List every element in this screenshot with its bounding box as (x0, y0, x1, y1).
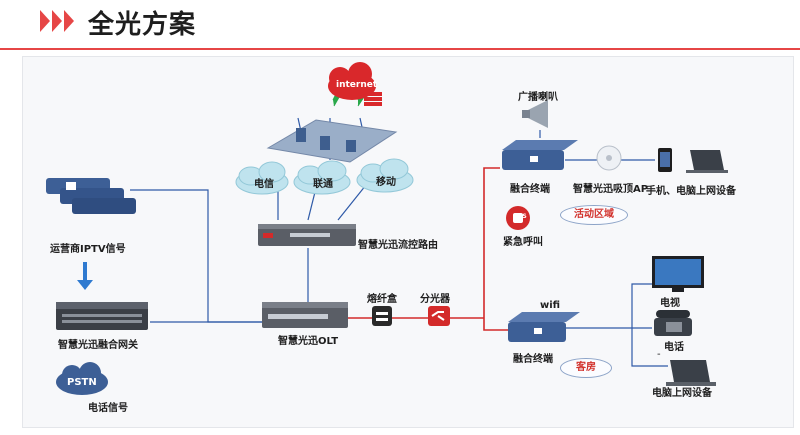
unicom-label: 联通 (313, 179, 333, 190)
datacenter-platform-icon (266, 119, 398, 163)
page-header: 全光方案 (0, 0, 800, 52)
top-terminal-label: 融合终端 (510, 184, 550, 195)
olt-device-icon (262, 302, 348, 328)
fiber-lines (348, 167, 508, 331)
splice-box-label: 熔纤盒 (367, 294, 397, 305)
router-device-icon (258, 224, 356, 246)
internet-cloud-icon (328, 62, 382, 106)
bottom-terminal-icon (508, 312, 580, 342)
page-title: 全光方案 (88, 10, 197, 40)
phone-pc-label: 手机、电脑上网设备 (646, 186, 736, 197)
internet-label: internet (336, 80, 378, 90)
splitter-label: 分光器 (420, 294, 450, 305)
splice-box-icon (372, 306, 392, 326)
guest-room-badge: 客房 (560, 358, 612, 378)
pstn-label: PSTN (67, 377, 97, 388)
iptv-stb-icon (46, 178, 136, 214)
mobile-label: 移动 (376, 177, 396, 188)
olt-label: 智慧光迅OLT (278, 336, 339, 347)
ceiling-ap-label: 智慧光迅吸顶AP (573, 184, 649, 195)
pc-device-label: 电脑上网设备 (652, 388, 712, 399)
iptv-label: 运营商IPTV信号 (50, 244, 126, 255)
telecom-label: 电信 (254, 179, 274, 190)
carrier-clouds (235, 158, 414, 195)
phone-laptop-icon (658, 148, 728, 173)
telephone-label: 电话 (664, 342, 684, 353)
top-terminal-icon (502, 140, 578, 170)
tv-label: 电视 (660, 298, 680, 309)
laptop-icon (666, 360, 716, 386)
line-terminal-tv (565, 283, 652, 329)
signal-down-arrow-icon (77, 262, 93, 290)
tv-icon (652, 256, 704, 292)
gateway-label: 智慧光迅融合网关 (58, 340, 138, 351)
title-arrows-icon (40, 10, 74, 32)
splitter-icon (428, 306, 450, 326)
line-terminal-pc (631, 328, 668, 367)
fiber-bus-top (483, 167, 500, 320)
bottom-terminal-label: 融合终端 (513, 354, 553, 365)
emergency-call-label: 紧急呼叫 (503, 237, 543, 248)
wifi-label: wifi (540, 300, 561, 311)
line-iptv-olt (130, 189, 262, 323)
telephone-icon (654, 310, 692, 336)
sos-label: SOS (513, 213, 527, 220)
router-label: 智慧光迅流控路由 (358, 240, 438, 251)
dash-label: - (657, 349, 661, 360)
phone-signal-label: 电话信号 (88, 403, 128, 414)
sos-phone-icon (506, 206, 530, 230)
header-divider (0, 48, 800, 50)
fiber-bus-bottom (483, 320, 508, 331)
gateway-server-icon (56, 302, 148, 330)
broadcast-horn-icon (522, 100, 548, 128)
broadcast-horn-label: 广播喇叭 (518, 92, 558, 103)
activity-area-badge: 活动区域 (560, 205, 628, 225)
pstn-cloud-icon (56, 362, 108, 395)
ceiling-ap-icon (596, 145, 622, 171)
